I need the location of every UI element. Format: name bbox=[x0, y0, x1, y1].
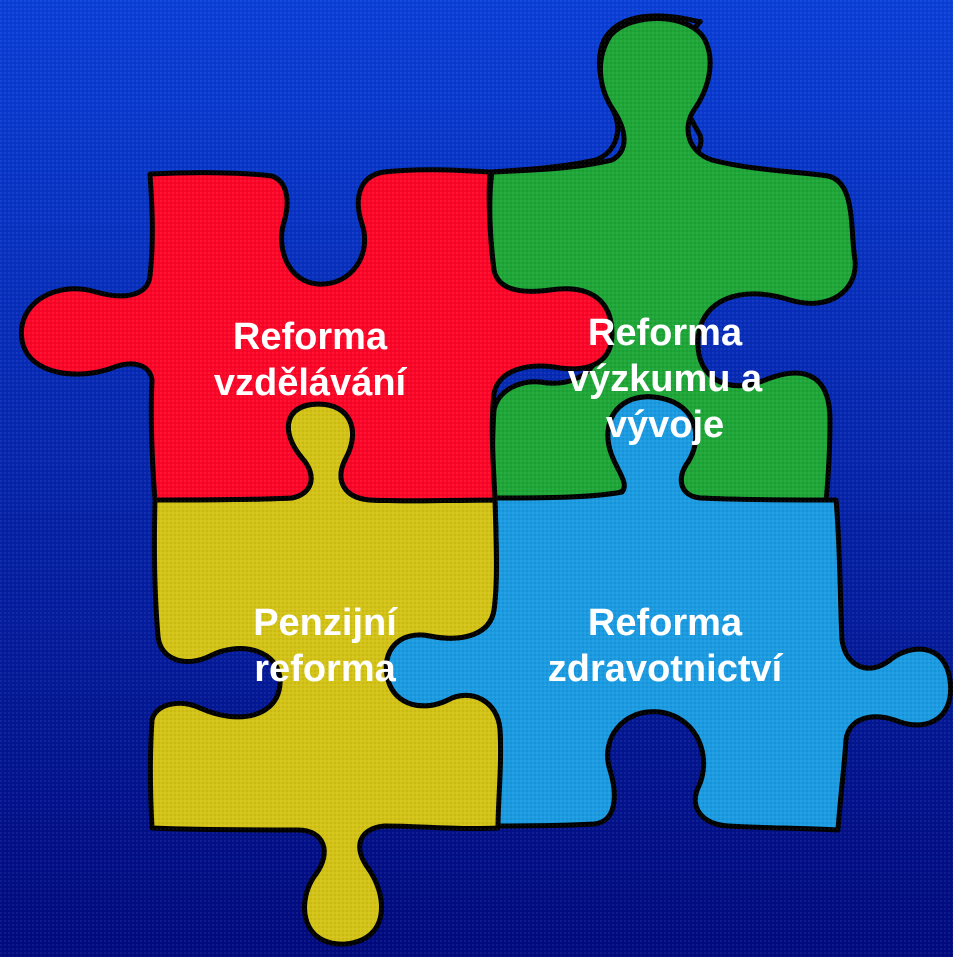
label-research-line-3: vývoje bbox=[605, 404, 725, 446]
label-pension: Penzijní reforma bbox=[200, 600, 450, 692]
label-pension-line-1: Penzijní bbox=[253, 602, 397, 644]
label-education-line-1: Reforma bbox=[232, 316, 388, 358]
label-pension-line-2: reforma bbox=[254, 648, 396, 690]
label-research: Reforma výzkumu a vývoje bbox=[540, 310, 790, 448]
label-research-line-2: výzkumu a bbox=[567, 358, 763, 400]
label-healthcare-line-1: Reforma bbox=[587, 602, 743, 644]
label-research-line-1: Reforma bbox=[587, 312, 743, 354]
label-healthcare: Reforma zdravotnictví bbox=[510, 600, 820, 692]
label-education: Reforma vzdělávání bbox=[190, 314, 430, 406]
label-healthcare-line-2: zdravotnictví bbox=[547, 648, 783, 690]
label-education-line-2: vzdělávání bbox=[213, 362, 407, 404]
